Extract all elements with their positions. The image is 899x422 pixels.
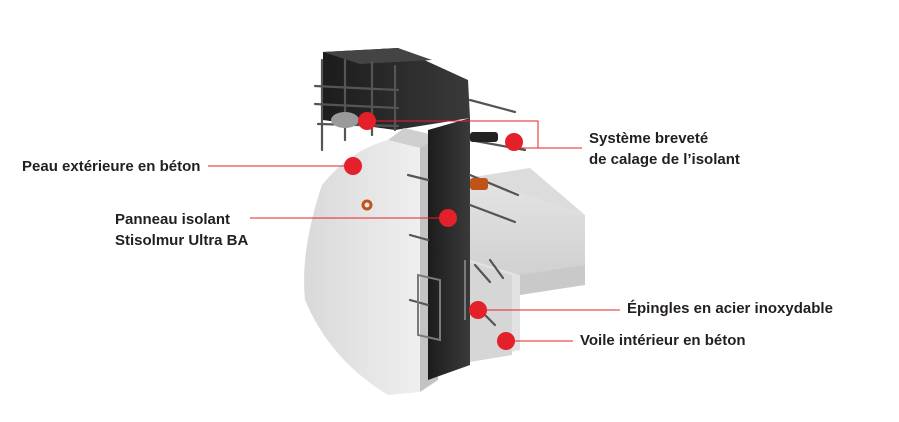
label-panneau-line1: Panneau isolant (115, 211, 231, 228)
outer-concrete-skin (304, 128, 438, 395)
leader-lines (208, 120, 620, 342)
marker-panneau (439, 209, 457, 227)
label-voile-text: Voile intérieur en béton (580, 332, 746, 349)
stainless-pins (417, 260, 466, 342)
marker-epingles (469, 301, 487, 319)
wedging-system-parts (331, 112, 498, 211)
label-systeme-line1: Système breveté (589, 130, 709, 147)
label-peau: Peau extérieure en béton (22, 156, 200, 177)
label-panneau: Panneau isolant Stisolmur Ultra BA (115, 209, 248, 251)
label-systeme-line2: de calage de l’isolant (589, 151, 740, 168)
label-epingles-text: Épingles en acier inoxydable (627, 300, 833, 317)
label-peau-text: Peau extérieure en béton (22, 158, 201, 175)
label-epingles: Épingles en acier inoxydable (627, 298, 833, 319)
markers (344, 112, 523, 350)
marker-voile (497, 332, 515, 350)
label-panneau-line2: Stisolmur Ultra BA (115, 232, 249, 249)
marker-peau (344, 157, 362, 175)
marker-systeme-b (505, 133, 523, 151)
insulation-panel (428, 118, 470, 380)
marker-systeme-a (358, 112, 376, 130)
label-voile: Voile intérieur en béton (580, 330, 746, 351)
label-systeme: Système breveté de calage de l’isolant (589, 128, 740, 170)
